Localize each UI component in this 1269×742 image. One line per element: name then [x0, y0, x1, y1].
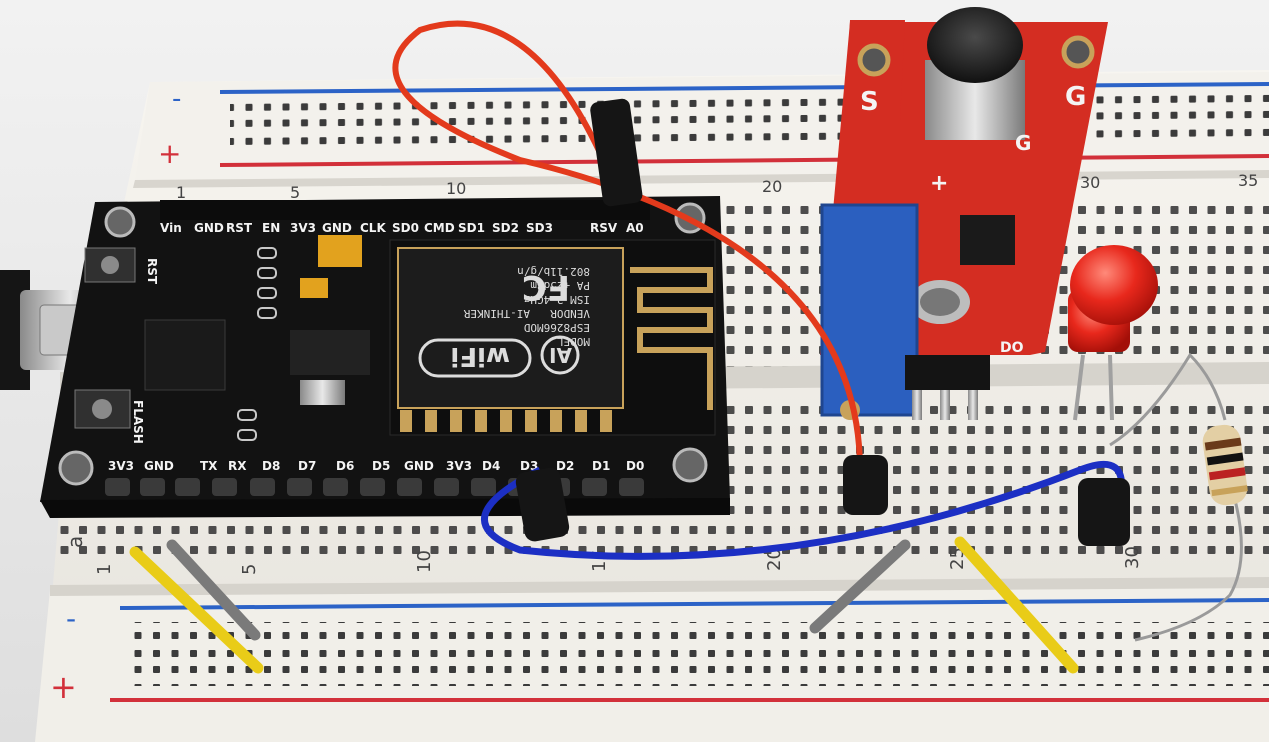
svg-text:SD3: SD3 [526, 221, 553, 235]
tantalum-capacitor [318, 235, 362, 267]
svg-text:D2: D2 [556, 459, 574, 473]
module-line-6: PA +25dBm [530, 279, 590, 292]
svg-text:D8: D8 [262, 459, 280, 473]
svg-text:5: 5 [290, 183, 300, 202]
rst-label: RST [145, 258, 159, 285]
bottom-blue-rail-line [119, 598, 1269, 610]
svg-text:35: 35 [1238, 171, 1258, 190]
yellow-jumper-wire-left [129, 546, 264, 674]
svg-text:TX: TX [200, 459, 218, 473]
svg-text:D0: D0 [626, 459, 644, 473]
svg-text:GND: GND [404, 459, 434, 473]
top-rail-plus: + [158, 137, 181, 170]
red-jumper-wire [392, 20, 888, 515]
top-red-rail-line [219, 154, 1269, 167]
svg-text:3V3: 3V3 [108, 459, 134, 473]
svg-text:SD0: SD0 [392, 221, 419, 235]
flash-label: FLASH [131, 400, 145, 444]
sensor-label-s: S [860, 87, 879, 117]
sensor-label-do: DO [1000, 340, 1024, 356]
bottom-rail-minus: - [66, 602, 76, 635]
svg-text:RSV: RSV [590, 221, 618, 235]
svg-text:1: 1 [94, 564, 115, 575]
module-line-5: ISM 2.4GHz [524, 293, 590, 306]
svg-text:D6: D6 [336, 459, 354, 473]
bottom-pin-labels: 3V3 GND TX RX D8 D7 D6 D5 GND 3V3 D4 D3 … [108, 459, 644, 473]
top-pin-labels: Vin GND RST EN 3V3 GND CLK SD0 CMD SD1 S… [160, 221, 644, 235]
flash-button[interactable] [92, 399, 112, 419]
module-line-3: VENDOR [550, 307, 590, 320]
svg-text:RST: RST [226, 221, 253, 235]
resistor [1109, 352, 1248, 642]
svg-text:3V3: 3V3 [446, 459, 472, 473]
sensor-label-g: G [1065, 82, 1086, 112]
ai-logo: AI [549, 343, 572, 367]
yellow-jumper-wire-right [954, 536, 1079, 674]
nodemcu-board: Vin GND RST EN 3V3 GND CLK SD0 CMD SD1 S… [40, 196, 730, 518]
module-line-4: AI-THINKER [463, 307, 530, 320]
svg-text:A0: A0 [626, 221, 644, 235]
potentiometer [820, 203, 919, 417]
svg-text:RX: RX [228, 459, 247, 473]
svg-text:D5: D5 [372, 459, 390, 473]
module-line-2: ESP8266MOD [524, 321, 590, 334]
bottom-rail-plus: + [50, 668, 77, 706]
svg-text:SD1: SD1 [458, 221, 485, 235]
svg-text:20: 20 [762, 177, 782, 196]
svg-text:10: 10 [446, 179, 466, 198]
svg-text:GND: GND [194, 221, 224, 235]
wifi-logo: wiFi [450, 341, 510, 371]
svg-text:3V3: 3V3 [290, 221, 316, 235]
esp8266-module: MODEL ESP8266MOD VENDOR AI-THINKER ISM 2… [389, 239, 716, 436]
rst-button[interactable] [101, 256, 119, 274]
svg-text:10: 10 [414, 550, 435, 573]
microphone [925, 7, 1025, 140]
svg-text:CLK: CLK [360, 221, 386, 235]
svg-text:30: 30 [1080, 173, 1100, 192]
svg-text:EN: EN [262, 221, 280, 235]
sensor-label-plus: + [930, 171, 948, 196]
svg-text:5: 5 [239, 564, 260, 575]
svg-text:D7: D7 [298, 459, 316, 473]
svg-text:Vin: Vin [160, 221, 182, 235]
gray-jumper-wire-left [166, 539, 261, 641]
svg-text:20: 20 [764, 548, 785, 571]
module-line-7: 802.11b/g/n [517, 265, 590, 278]
row-letter-a: a [63, 536, 87, 548]
fcc-logo: FC [522, 267, 570, 307]
red-led [1068, 245, 1158, 421]
gray-jumper-wire-right [809, 539, 911, 634]
svg-text:GND: GND [322, 221, 352, 235]
svg-text:GND: GND [144, 459, 174, 473]
sensor-label-g2: G [1015, 131, 1031, 155]
comparator-chip [960, 215, 1015, 265]
blue-jumper-wire [481, 460, 1130, 560]
voltage-regulator [290, 330, 370, 375]
svg-text:D1: D1 [592, 459, 610, 473]
sound-sensor-module: S G + G DO [820, 7, 1108, 420]
svg-text:CMD: CMD [424, 221, 455, 235]
svg-text:D4: D4 [482, 459, 500, 473]
svg-text:1: 1 [176, 183, 186, 202]
top-pin-header [160, 200, 650, 220]
top-rail-minus: - [172, 84, 181, 114]
svg-text:30: 30 [1122, 546, 1143, 569]
serial-chip [144, 319, 226, 391]
svg-text:SD2: SD2 [492, 221, 519, 235]
